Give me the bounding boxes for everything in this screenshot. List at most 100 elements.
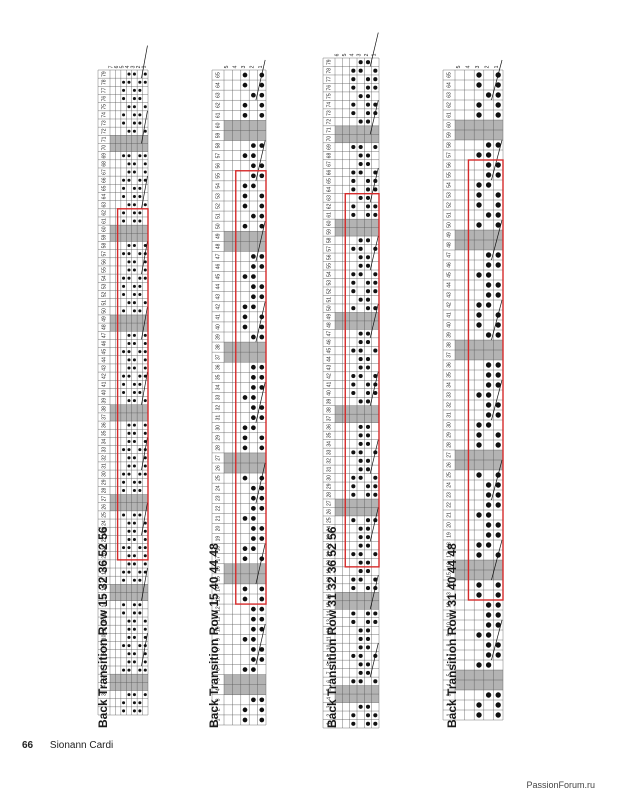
purl-stitch xyxy=(138,668,142,672)
shaded-row xyxy=(455,130,503,140)
purl-stitch xyxy=(143,178,147,182)
purl-stitch xyxy=(127,423,131,427)
purl-stitch xyxy=(358,348,363,353)
purl-stitch xyxy=(143,276,147,280)
purl-stitch xyxy=(132,358,136,362)
purl-stitch xyxy=(122,113,126,117)
purl-stitch xyxy=(485,92,492,98)
row-number: 50 xyxy=(446,222,452,228)
row-number: 11 xyxy=(446,612,452,617)
purl-stitch xyxy=(495,102,501,108)
purl-stitch xyxy=(127,268,131,272)
row-number: 7 xyxy=(326,671,332,674)
row-number: 22 xyxy=(326,543,332,549)
row-number: 23 xyxy=(446,492,452,498)
purl-stitch xyxy=(351,187,356,192)
purl-stitch xyxy=(373,170,378,175)
chart-grid-1: 1234567891011121314151617181920212223242… xyxy=(97,45,149,716)
purl-stitch xyxy=(259,213,265,219)
purl-stitch xyxy=(259,163,265,169)
row-number: 13 xyxy=(101,610,107,616)
row-number: 19 xyxy=(446,532,452,538)
purl-stitch xyxy=(365,161,371,167)
purl-stitch xyxy=(127,635,131,639)
purl-stitch xyxy=(127,252,131,256)
row-number: 52 xyxy=(446,202,452,208)
purl-stitch xyxy=(373,289,378,294)
purl-stitch xyxy=(251,526,256,531)
purl-stitch xyxy=(138,276,142,280)
row-number: 39 xyxy=(215,334,221,340)
row-number: 17 xyxy=(446,552,452,558)
purl-stitch xyxy=(122,603,126,607)
purl-stitch xyxy=(495,162,501,168)
column-number: 5 xyxy=(224,65,230,68)
purl-stitch xyxy=(259,294,265,300)
purl-stitch xyxy=(358,94,363,99)
purl-stitch xyxy=(122,121,126,125)
row-number: 59 xyxy=(101,234,107,240)
purl-stitch xyxy=(373,306,378,311)
row-number: 59 xyxy=(446,132,452,138)
row-number: 33 xyxy=(101,447,107,453)
purl-stitch xyxy=(476,202,482,208)
row-number: 30 xyxy=(326,475,332,481)
purl-stitch xyxy=(143,399,147,403)
purl-stitch xyxy=(251,415,256,421)
purl-stitch xyxy=(476,702,482,708)
cable-stitch xyxy=(369,32,379,67)
row-number: 8 xyxy=(215,648,221,651)
purl-stitch xyxy=(132,635,136,639)
row-number: 45 xyxy=(326,348,332,354)
row-number: 61 xyxy=(446,112,452,118)
purl-stitch xyxy=(132,456,136,460)
row-number: 61 xyxy=(326,212,332,218)
chart-grid-3: 1234567891011121314151617181920212223242… xyxy=(322,32,380,729)
row-number: 58 xyxy=(101,243,107,249)
purl-stitch xyxy=(138,513,142,517)
purl-stitch xyxy=(351,178,356,184)
purl-stitch xyxy=(365,535,371,540)
purl-stitch xyxy=(351,306,356,311)
purl-stitch xyxy=(138,195,142,199)
row-number: 4 xyxy=(446,683,452,686)
purl-stitch xyxy=(138,611,142,615)
row-number: 73 xyxy=(326,110,332,116)
purl-stitch xyxy=(242,556,248,562)
purl-stitch xyxy=(242,274,248,279)
purl-stitch xyxy=(251,274,256,279)
purl-stitch xyxy=(485,502,492,508)
row-number: 65 xyxy=(101,185,107,191)
cable-stitch xyxy=(141,110,148,144)
purl-stitch xyxy=(251,485,256,491)
purl-stitch xyxy=(138,350,142,354)
purl-stitch xyxy=(242,596,248,602)
purl-stitch xyxy=(242,203,248,209)
purl-stitch xyxy=(242,586,248,592)
shaded-row xyxy=(455,230,503,240)
cable-stitch xyxy=(141,567,148,601)
purl-stitch xyxy=(127,260,131,264)
purl-stitch xyxy=(365,433,371,438)
purl-stitch xyxy=(495,262,501,268)
purl-stitch xyxy=(122,252,126,256)
row-number: 41 xyxy=(446,312,452,318)
purl-stitch xyxy=(132,170,136,174)
purl-stitch xyxy=(259,626,265,632)
shaded-row xyxy=(224,352,266,363)
cable-stitch xyxy=(141,306,148,340)
shaded-row xyxy=(455,340,503,350)
purl-stitch xyxy=(373,348,378,353)
purl-stitch xyxy=(495,502,501,508)
shaded-row xyxy=(224,130,266,141)
purl-stitch xyxy=(138,644,142,648)
shaded-row xyxy=(110,682,148,691)
row-number: 60 xyxy=(101,226,107,232)
purl-stitch xyxy=(358,331,363,336)
row-number: 53 xyxy=(326,280,332,286)
purl-stitch xyxy=(495,492,501,498)
purl-stitch xyxy=(143,635,147,639)
purl-stitch xyxy=(365,628,371,633)
row-number: 4 xyxy=(101,685,107,688)
